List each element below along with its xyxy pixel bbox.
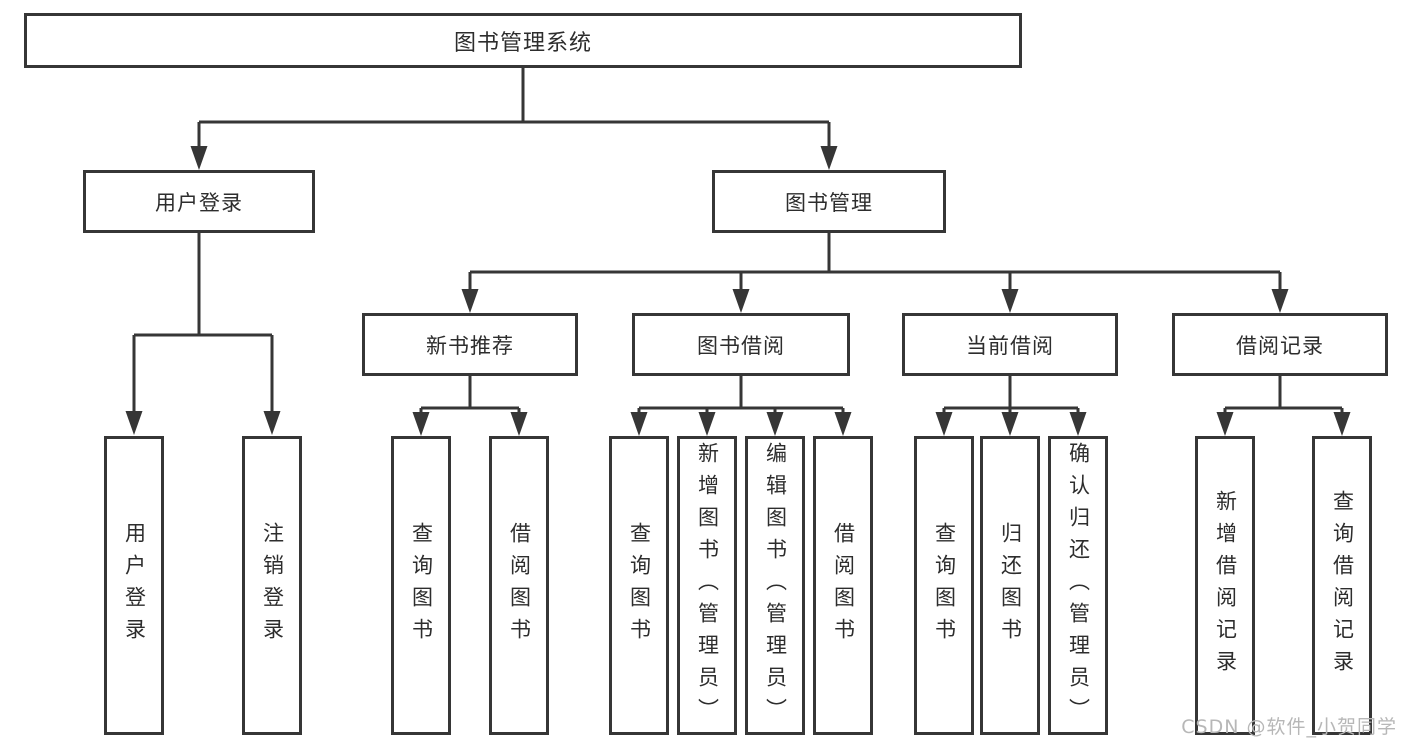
leaf-add-books-admin: 新增图书（管理员）: [677, 436, 737, 735]
leaf-label: 借阅图书: [507, 521, 532, 650]
leaf-logout: 注销登录: [242, 436, 302, 735]
leaf-label: 查询图书: [932, 521, 957, 650]
leaf-label: 新增借阅记录: [1213, 489, 1238, 682]
leaf-query-books-1: 查询图书: [391, 436, 451, 735]
node-label: 图书管理系统: [453, 30, 592, 56]
leaf-label: 确认归还（管理员）: [1066, 441, 1091, 730]
leaf-borrow-books-2: 借阅图书: [813, 436, 873, 735]
node-label: 新书推荐: [426, 333, 514, 358]
leaf-query-books-2: 查询图书: [609, 436, 669, 735]
leaf-label: 查询图书: [409, 521, 434, 650]
leaf-user-login: 用户登录: [104, 436, 164, 735]
node-book-borrowing: 图书借阅: [632, 313, 850, 376]
node-borrowing-records: 借阅记录: [1172, 313, 1388, 376]
leaf-add-borrow-record: 新增借阅记录: [1195, 436, 1255, 735]
leaf-query-borrow-record: 查询借阅记录: [1312, 436, 1372, 735]
leaf-edit-books-admin: 编辑图书（管理员）: [745, 436, 805, 735]
leaf-label: 注销登录: [260, 521, 285, 650]
node-label: 当前借阅: [966, 333, 1054, 358]
node-new-book-recommendation: 新书推荐: [362, 313, 578, 376]
node-current-borrowing: 当前借阅: [902, 313, 1118, 376]
node-library-management-system: 图书管理系统: [24, 13, 1022, 68]
node-user-login: 用户登录: [83, 170, 315, 233]
leaf-label: 查询图书: [627, 521, 652, 650]
leaf-label: 查询借阅记录: [1330, 489, 1355, 682]
node-label: 借阅记录: [1236, 333, 1324, 358]
leaf-query-books-3: 查询图书: [914, 436, 974, 735]
csdn-watermark: CSDN @软件_小贺同学: [1181, 716, 1397, 738]
leaf-label: 借阅图书: [831, 521, 856, 650]
leaf-confirm-return-admin: 确认归还（管理员）: [1048, 436, 1108, 735]
leaf-label: 编辑图书（管理员）: [763, 441, 788, 730]
leaf-label: 用户登录: [122, 521, 147, 650]
node-book-management: 图书管理: [712, 170, 946, 233]
leaf-return-books: 归还图书: [980, 436, 1040, 735]
leaf-label: 新增图书（管理员）: [695, 441, 720, 730]
node-label: 图书管理: [785, 190, 873, 215]
node-label: 用户登录: [155, 190, 243, 215]
leaf-label: 归还图书: [998, 521, 1023, 650]
leaf-borrow-books-1: 借阅图书: [489, 436, 549, 735]
node-label: 图书借阅: [697, 333, 785, 358]
